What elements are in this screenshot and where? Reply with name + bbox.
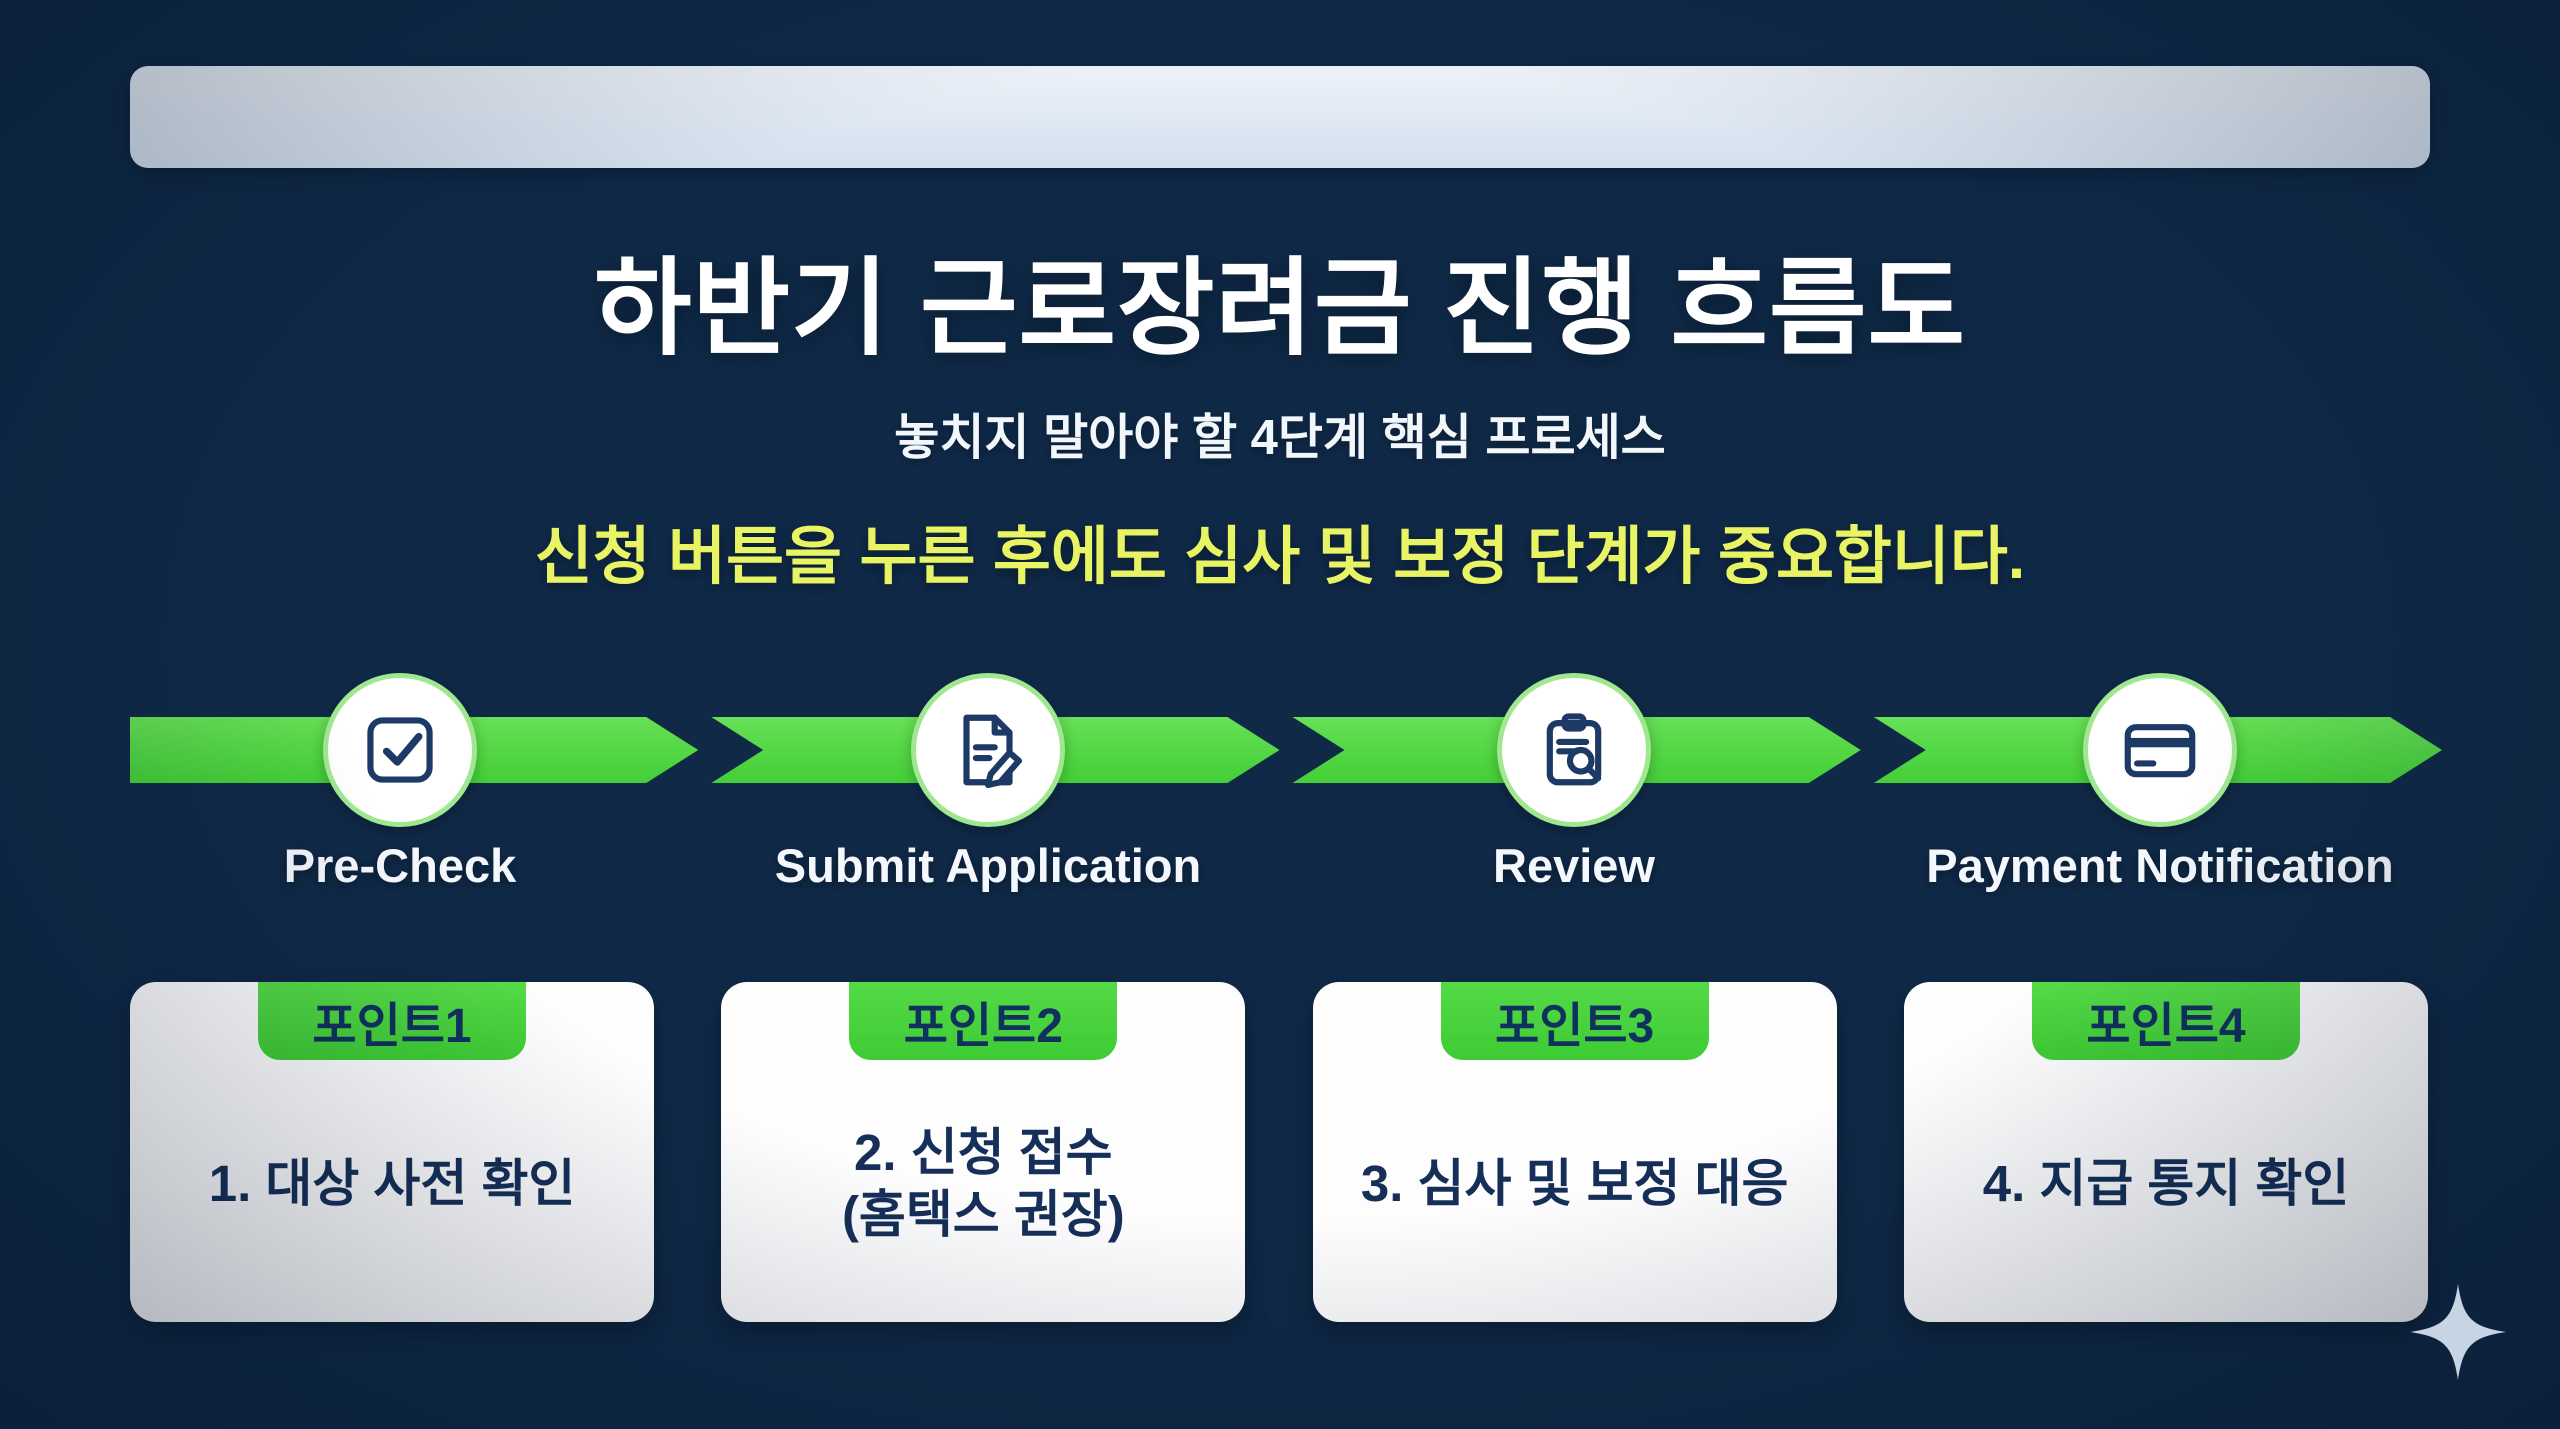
point-badge-2: 포인트2 xyxy=(849,982,1118,1060)
step-label-review: Review xyxy=(1493,839,1655,892)
check-square-icon xyxy=(367,717,433,783)
point-card-3-body: 3. 심사 및 보정 대응 xyxy=(1361,1060,1789,1322)
step-circle-payment xyxy=(2083,673,2237,827)
point-card-1-body: 1. 대상 사전 확인 xyxy=(209,1060,576,1322)
point-badge-1: 포인트1 xyxy=(258,982,526,1060)
credit-card-icon xyxy=(2124,724,2196,778)
highlight-text: 신청 버튼을 누른 후에도 심사 및 보정 단계가 중요합니다. xyxy=(534,522,2026,592)
step-circle-review xyxy=(1497,673,1651,827)
page-title: 하반기 근로장려금 진행 흐름도 xyxy=(593,250,1967,368)
point-card-2-body: 2. 신청 접수 (홈택스 권장) xyxy=(842,1060,1125,1322)
points-row: 포인트1 1. 대상 사전 확인 포인트2 2. 신청 접수 (홈택스 권장) … xyxy=(130,982,2428,1322)
point-card-4-text: 4. 지급 통지 확인 xyxy=(1982,1154,2350,1212)
point-card-1-text: 1. 대상 사전 확인 xyxy=(208,1154,576,1212)
point-card-3-text: 3. 심사 및 보정 대응 xyxy=(1360,1154,1789,1212)
point-card-3: 포인트3 3. 심사 및 보정 대응 xyxy=(1312,982,1837,1322)
point-badge-3: 포인트3 xyxy=(1440,982,1709,1060)
step-label-precheck: Pre-Check xyxy=(283,839,517,892)
step-label-submit: Submit Application xyxy=(774,839,1202,892)
page-subtitle: 놓치지 말아야 할 4단계 핵심 프로세스 xyxy=(894,411,1666,465)
point-card-2-text-line1: 2. 신청 접수 xyxy=(854,1123,1113,1181)
point-card-4: 포인트4 4. 지급 통지 확인 xyxy=(1903,982,2428,1322)
point-card-2: 포인트2 2. 신청 접수 (홈택스 권장) xyxy=(721,982,1246,1322)
sparkle-icon xyxy=(2410,1284,2506,1380)
point-card-2-text-line2: (홈택스 권장) xyxy=(841,1186,1125,1243)
point-badge-4: 포인트4 xyxy=(2031,982,2300,1060)
step-circle-submit xyxy=(911,673,1065,827)
document-edit-icon xyxy=(963,714,1022,789)
point-card-4-body: 4. 지급 통지 확인 xyxy=(1983,1060,2350,1322)
clipboard-search-icon xyxy=(1546,713,1602,786)
step-circle-precheck xyxy=(323,673,477,827)
step-label-payment: Payment Notification xyxy=(1926,839,2394,892)
top-header-bar xyxy=(130,66,2430,168)
point-card-1: 포인트1 1. 대상 사전 확인 xyxy=(130,982,654,1322)
